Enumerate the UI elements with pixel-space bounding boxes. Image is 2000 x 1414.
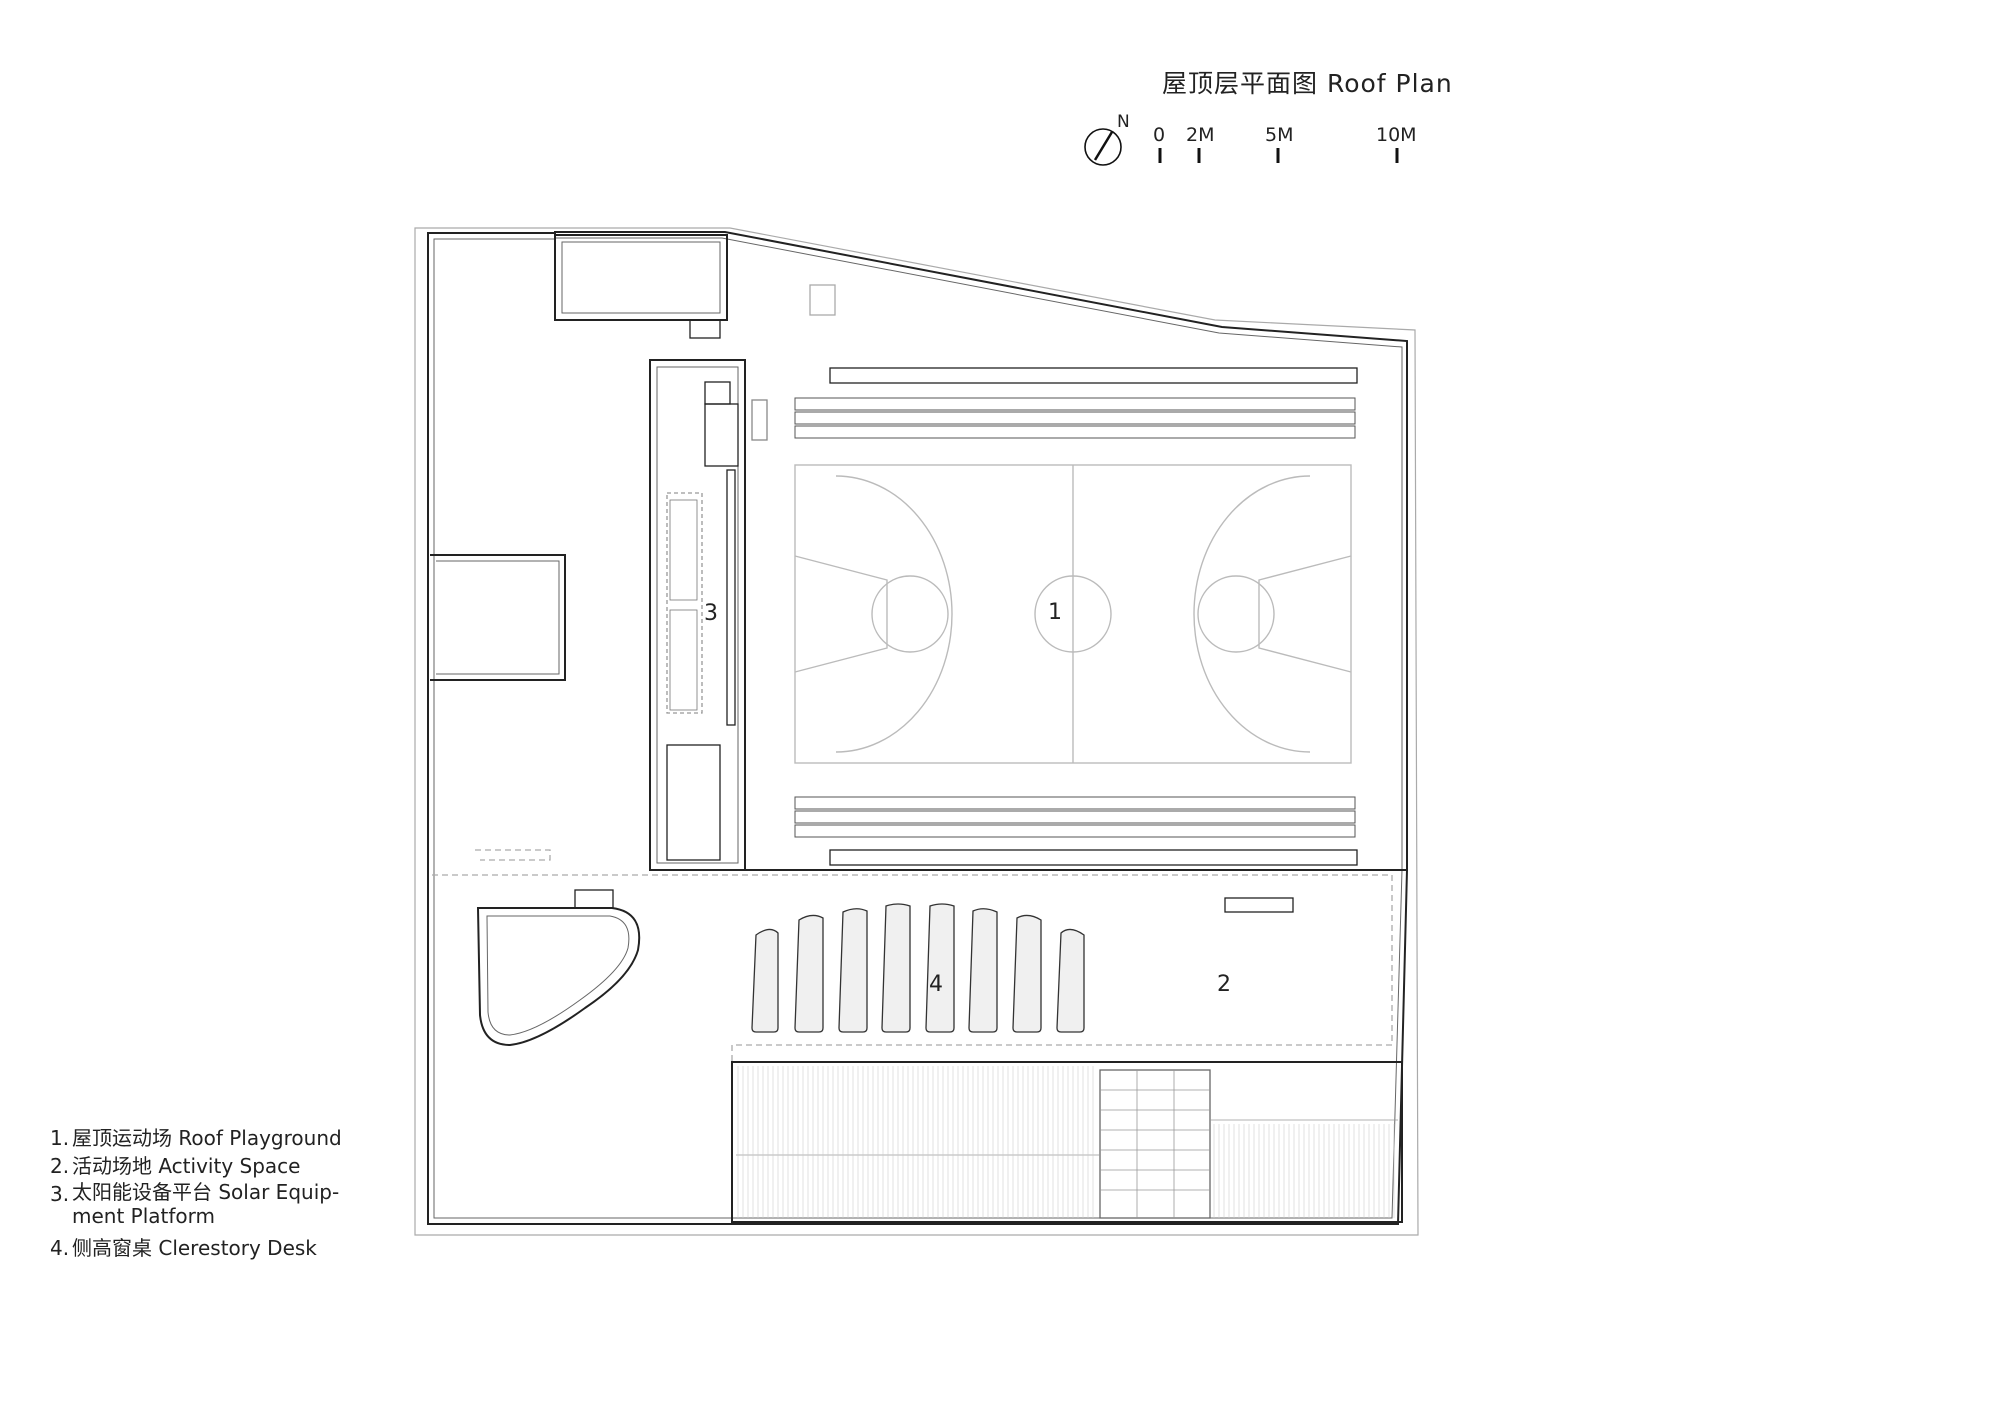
planter	[476, 907, 641, 1047]
scale-label-5m: 5M	[1265, 124, 1294, 146]
slab-outline	[414, 227, 1419, 1236]
legend: 1. 屋顶运动场 Roof Playground 2. 活动场地 Activit…	[50, 1124, 342, 1262]
clerestory-desks	[751, 903, 1085, 1033]
legend-num: 4.	[50, 1236, 70, 1260]
stair-box	[554, 234, 728, 321]
zone-label-2: 2	[1217, 972, 1231, 997]
basketball-court	[794, 464, 1352, 764]
activity-space-boundary	[432, 874, 1393, 1210]
legend-num: 1.	[50, 1126, 70, 1150]
legend-item: 3. 太阳能设备平台 Solar Equip- ment Platform	[50, 1180, 342, 1230]
court-lower-bench	[829, 849, 1358, 866]
bottom-roof-block	[731, 1061, 1403, 1223]
legend-text: 活动场地 Activity Space	[72, 1154, 301, 1178]
drawing-title: 屋顶层平面图 Roof Plan	[1162, 69, 1453, 98]
zone-label-1: 1	[1048, 600, 1062, 625]
left-notch	[430, 554, 566, 681]
legend-item: 2. 活动场地 Activity Space	[50, 1152, 342, 1180]
legend-num: 2.	[50, 1154, 70, 1178]
parapet-wall	[427, 231, 1408, 1225]
scale-label-2m: 2M	[1186, 124, 1215, 146]
scale-label-0: 0	[1153, 124, 1166, 146]
north-label: N	[1117, 112, 1130, 132]
legend-num: 3.	[50, 1182, 70, 1206]
north-arrow-icon	[1084, 128, 1122, 166]
legend-item: 1. 屋顶运动场 Roof Playground	[50, 1124, 342, 1152]
zone-label-4: 4	[929, 972, 943, 997]
legend-text: 屋顶运动场 Roof Playground	[72, 1126, 342, 1150]
legend-item: 4. 侧高窗桌 Clerestory Desk	[50, 1234, 342, 1262]
scale-label-10m: 10M	[1376, 124, 1417, 146]
legend-text: 太阳能设备平台 Solar Equip- ment Platform	[72, 1180, 340, 1228]
legend-text: 侧高窗桌 Clerestory Desk	[72, 1236, 317, 1260]
court-upper-bench	[829, 367, 1358, 384]
solar-platform	[649, 359, 746, 871]
zone-label-3: 3	[704, 601, 718, 626]
